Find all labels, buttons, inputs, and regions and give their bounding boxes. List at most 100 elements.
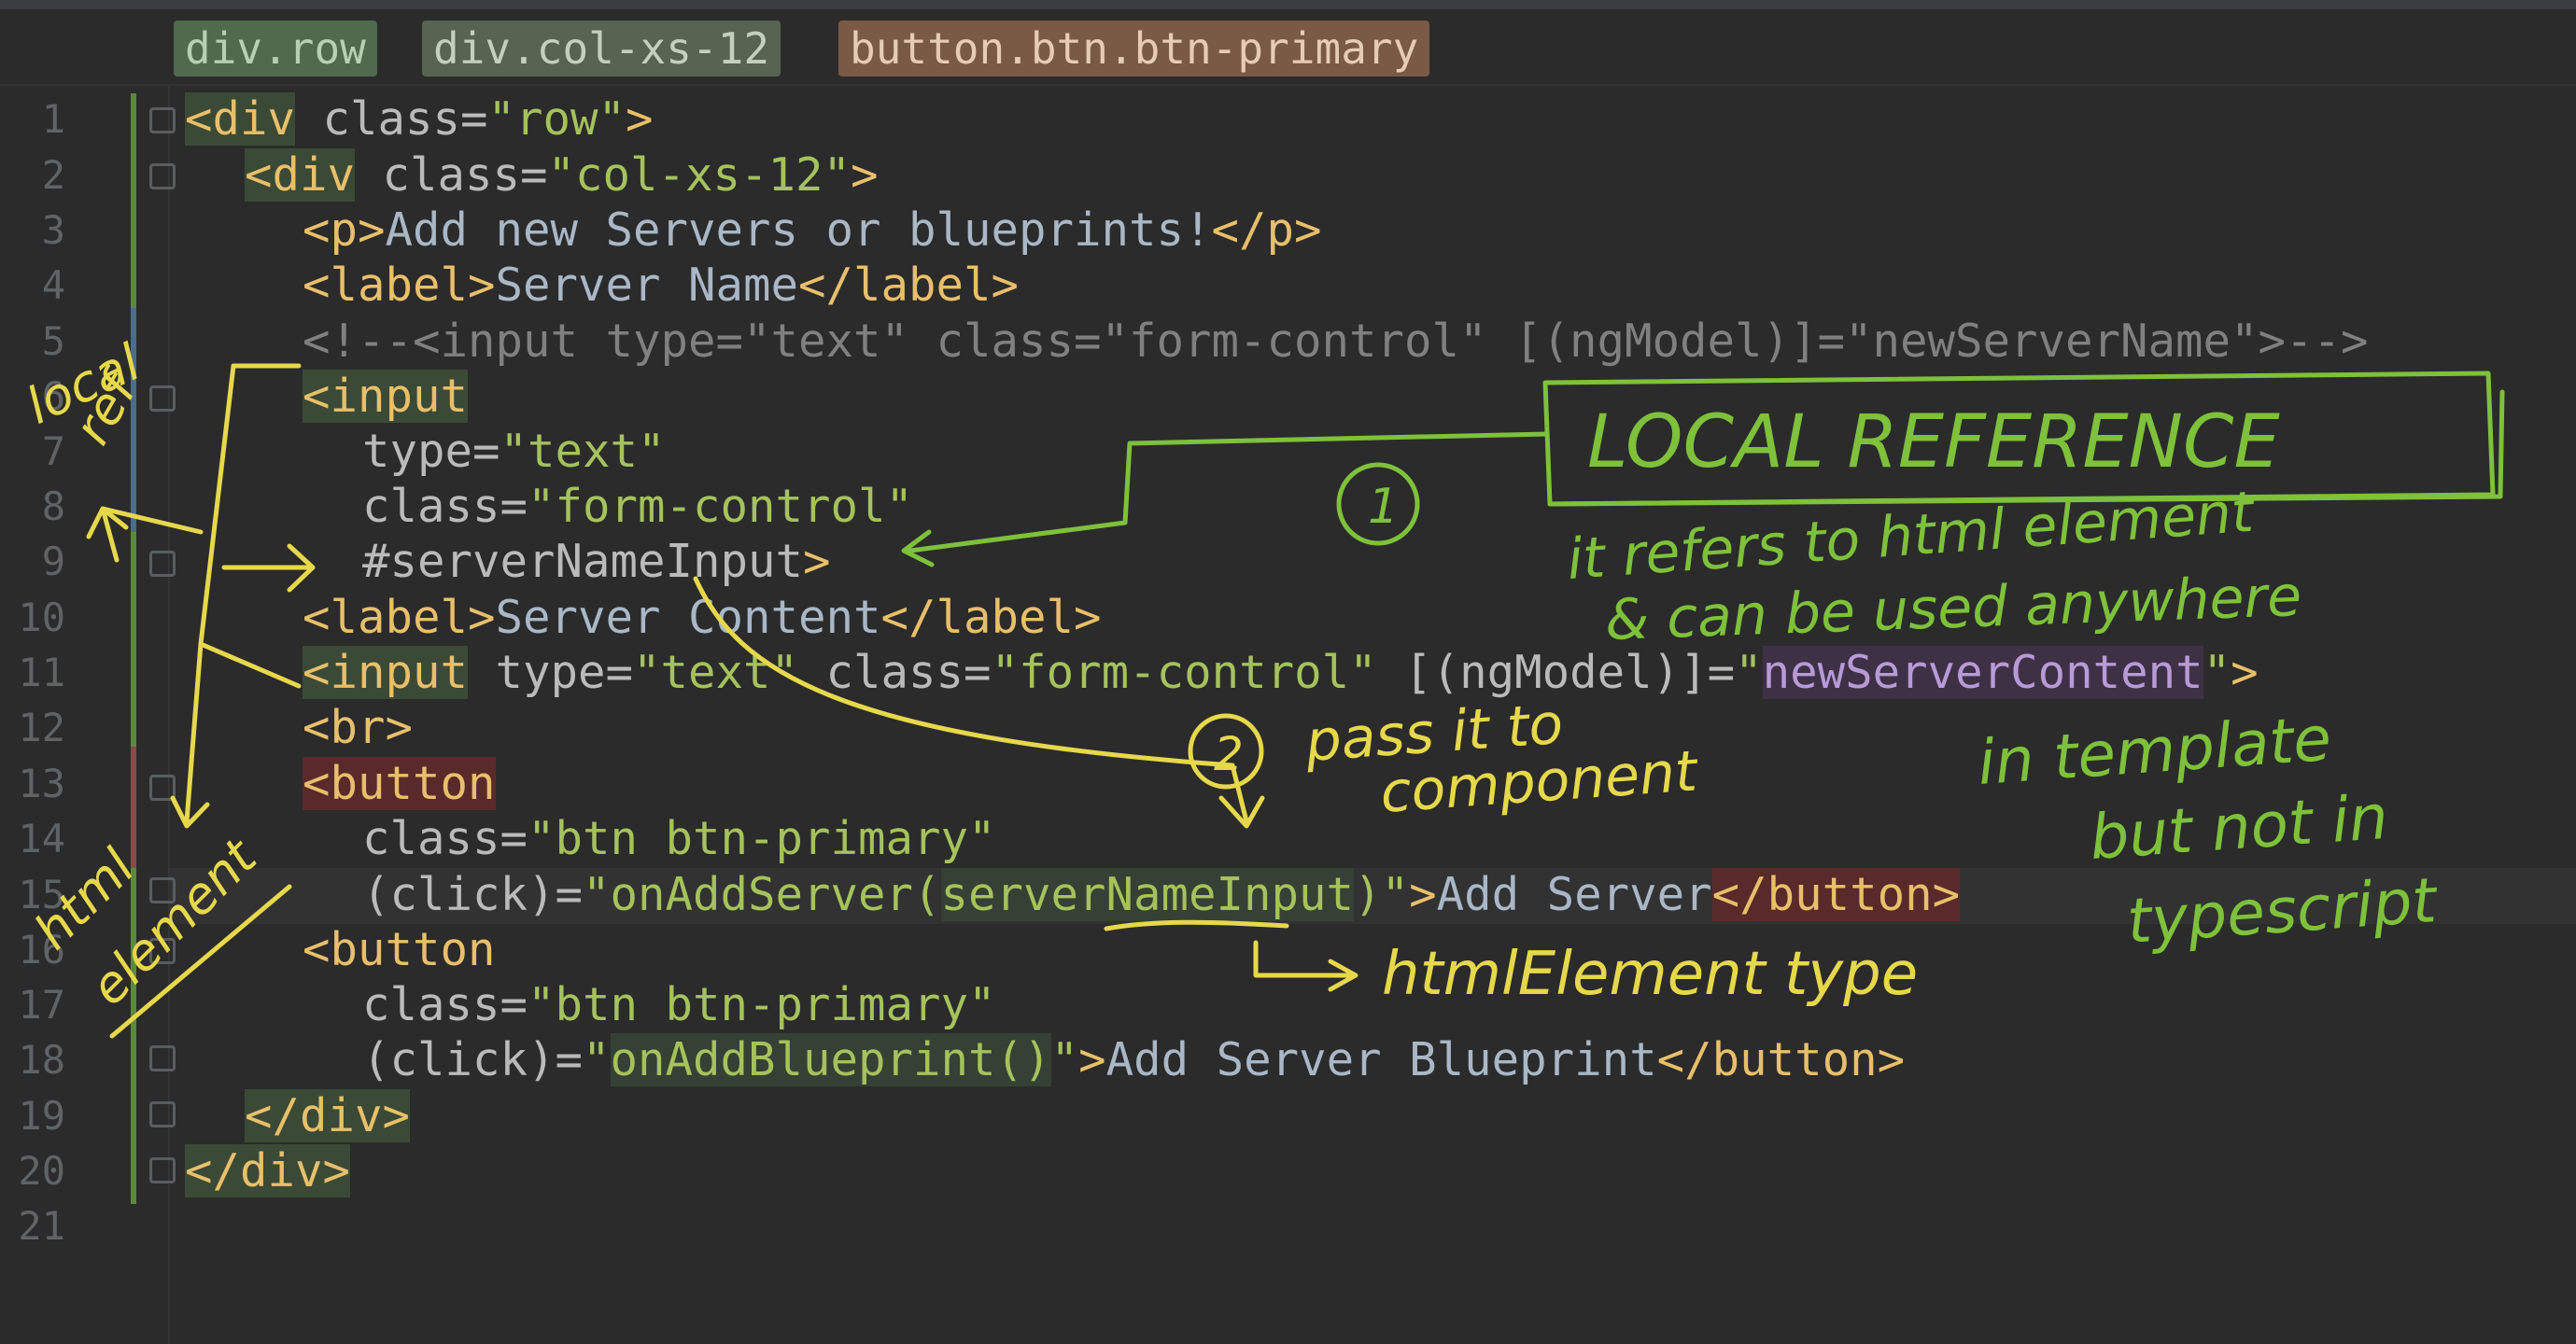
fold-toggle-icon[interactable]: [149, 385, 176, 412]
fold-toggle-icon[interactable]: [149, 938, 176, 964]
code-line-11[interactable]: <input type="text" class="form-control" …: [303, 645, 2259, 701]
code-line-12[interactable]: <br>: [303, 700, 413, 756]
function-token: onAddBlueprint(): [610, 1033, 1051, 1086]
tag-token: <button: [303, 757, 496, 810]
type-arrow: [1253, 940, 1358, 992]
vcs-modified-marker: [131, 308, 136, 532]
template-note-line2: but not in: [2088, 781, 2390, 874]
code-line-5[interactable]: <!--<input type="text" class="form-contr…: [303, 314, 2369, 370]
tag-token: <p>: [303, 203, 386, 257]
tag-token: <div: [245, 148, 356, 202]
line-number: 6: [41, 373, 65, 419]
line-number: 15: [18, 872, 65, 917]
code-line-1[interactable]: <div class="row">: [185, 91, 654, 147]
tag-token: <label>: [303, 259, 496, 312]
arg-underline: [1104, 919, 1289, 931]
line-number: 5: [41, 318, 65, 364]
code-line-18[interactable]: (click)="onAddBlueprint()">Add Server Bl…: [362, 1032, 1905, 1088]
line-number: 20: [18, 1148, 65, 1194]
tag-token: </p>: [1211, 203, 1322, 257]
arrow-to-local-ref: [908, 431, 1548, 553]
string-token: "btn btn-primary": [528, 812, 996, 865]
local-reference-box-shadow: [1547, 389, 2505, 507]
attr-token: [(ngModel)]=: [1376, 646, 1736, 699]
string-token: ": [2203, 646, 2231, 699]
fold-toggle-icon[interactable]: [149, 1045, 176, 1071]
tag-token: </div>: [185, 1144, 351, 1197]
line-number: 16: [18, 927, 65, 973]
html-element-type-note: htmlElement type: [1382, 940, 1918, 1009]
input-bracket: [198, 363, 302, 689]
fold-toggle-icon[interactable]: [149, 775, 176, 801]
window-top-strip: [0, 0, 2576, 9]
code-line-4[interactable]: <label>Server Name</label>: [303, 258, 1019, 314]
line-number: 10: [18, 595, 65, 640]
code-line-3[interactable]: <p>Add new Servers or blueprints!</p>: [303, 203, 1322, 259]
code-line-9[interactable]: #serverNameInput>: [362, 534, 831, 590]
tag-token: >: [1078, 1033, 1106, 1086]
code-line-19[interactable]: </div>: [245, 1088, 411, 1144]
circle-2-label: 2: [1214, 727, 1244, 781]
text-token: Add Server Blueprint: [1105, 1033, 1657, 1086]
text-token: Add new Servers or blueprints!: [385, 203, 1212, 257]
code-line-16[interactable]: <button: [303, 922, 496, 978]
function-token: onAddServer(: [610, 868, 941, 921]
tag-token: >: [1409, 868, 1437, 921]
code-line-2[interactable]: <div class="col-xs-12">: [245, 147, 879, 203]
attr-token: class=: [362, 812, 528, 865]
line-number: 8: [41, 483, 65, 529]
code-line-14[interactable]: class="btn btn-primary": [362, 811, 996, 867]
vcs-deleted-marker: [131, 747, 136, 868]
string-token: "form-control": [991, 646, 1377, 699]
code-line-17[interactable]: class="btn btn-primary": [362, 977, 996, 1033]
pass-to-component-curve: [693, 576, 1265, 829]
attr-token: (click)=: [362, 868, 584, 921]
fold-toggle-icon[interactable]: [149, 1101, 176, 1127]
code-line-7[interactable]: type="text": [362, 424, 666, 480]
code-line-8[interactable]: class="form-control": [362, 479, 913, 535]
code-line-20[interactable]: </div>: [185, 1143, 351, 1199]
bracket-down-arrow: [170, 641, 210, 829]
attr-token: type=: [362, 425, 500, 478]
code-line-15[interactable]: (click)="onAddServer(serverNameInput)">A…: [362, 867, 1961, 923]
string-token: "row": [487, 92, 626, 146]
line-number: 11: [18, 650, 65, 695]
string-token: ": [1381, 868, 1410, 921]
code-line-10[interactable]: <label>Server Content</label>: [303, 590, 1102, 646]
tag-token: >: [626, 92, 654, 146]
circle-2-marker: [1188, 713, 1264, 790]
vcs-change-marker: [131, 93, 136, 1204]
line-number: 13: [18, 761, 65, 806]
line-number: 4: [41, 262, 65, 308]
tag-token: <input: [303, 646, 469, 699]
tag-token: <input: [303, 370, 469, 423]
variable-token: newServerContent: [1762, 646, 2203, 699]
tag-token: <div: [185, 92, 296, 146]
line-number: 17: [18, 982, 65, 1028]
attr-token: class=: [295, 92, 488, 146]
fold-toggle-icon[interactable]: [149, 551, 176, 577]
code-line-13[interactable]: <button: [303, 756, 496, 812]
fold-toggle-icon[interactable]: [149, 1157, 176, 1183]
line-number: 19: [18, 1093, 65, 1139]
string-token: ": [1735, 646, 1763, 699]
tag-token: >: [2231, 646, 2259, 699]
tag-token: </label>: [798, 259, 1020, 312]
circle-1-marker: [1336, 462, 1420, 546]
breadcrumb-item-div-row[interactable]: div.row: [174, 21, 377, 77]
tag-token: </div>: [245, 1089, 411, 1142]
code-line-6[interactable]: <input: [303, 369, 469, 425]
fold-toggle-icon[interactable]: [149, 107, 176, 133]
breadcrumb-item-button[interactable]: button.btn.btn-primary: [838, 21, 1430, 77]
local-reference-token: #serverNameInput: [362, 535, 804, 588]
tag-token: </label>: [880, 591, 1102, 644]
breadcrumb-item-div-col[interactable]: div.col-xs-12: [422, 21, 781, 77]
attr-token: (click)=: [362, 1033, 584, 1086]
string-token: ": [583, 1033, 611, 1086]
circle-1-label: 1: [1368, 479, 1399, 535]
string-token: "btn btn-primary": [528, 978, 996, 1031]
attr-token: class=: [355, 148, 548, 202]
fold-toggle-icon[interactable]: [149, 163, 176, 189]
text-token: Server Content: [495, 591, 881, 644]
fold-toggle-icon[interactable]: [149, 877, 176, 903]
